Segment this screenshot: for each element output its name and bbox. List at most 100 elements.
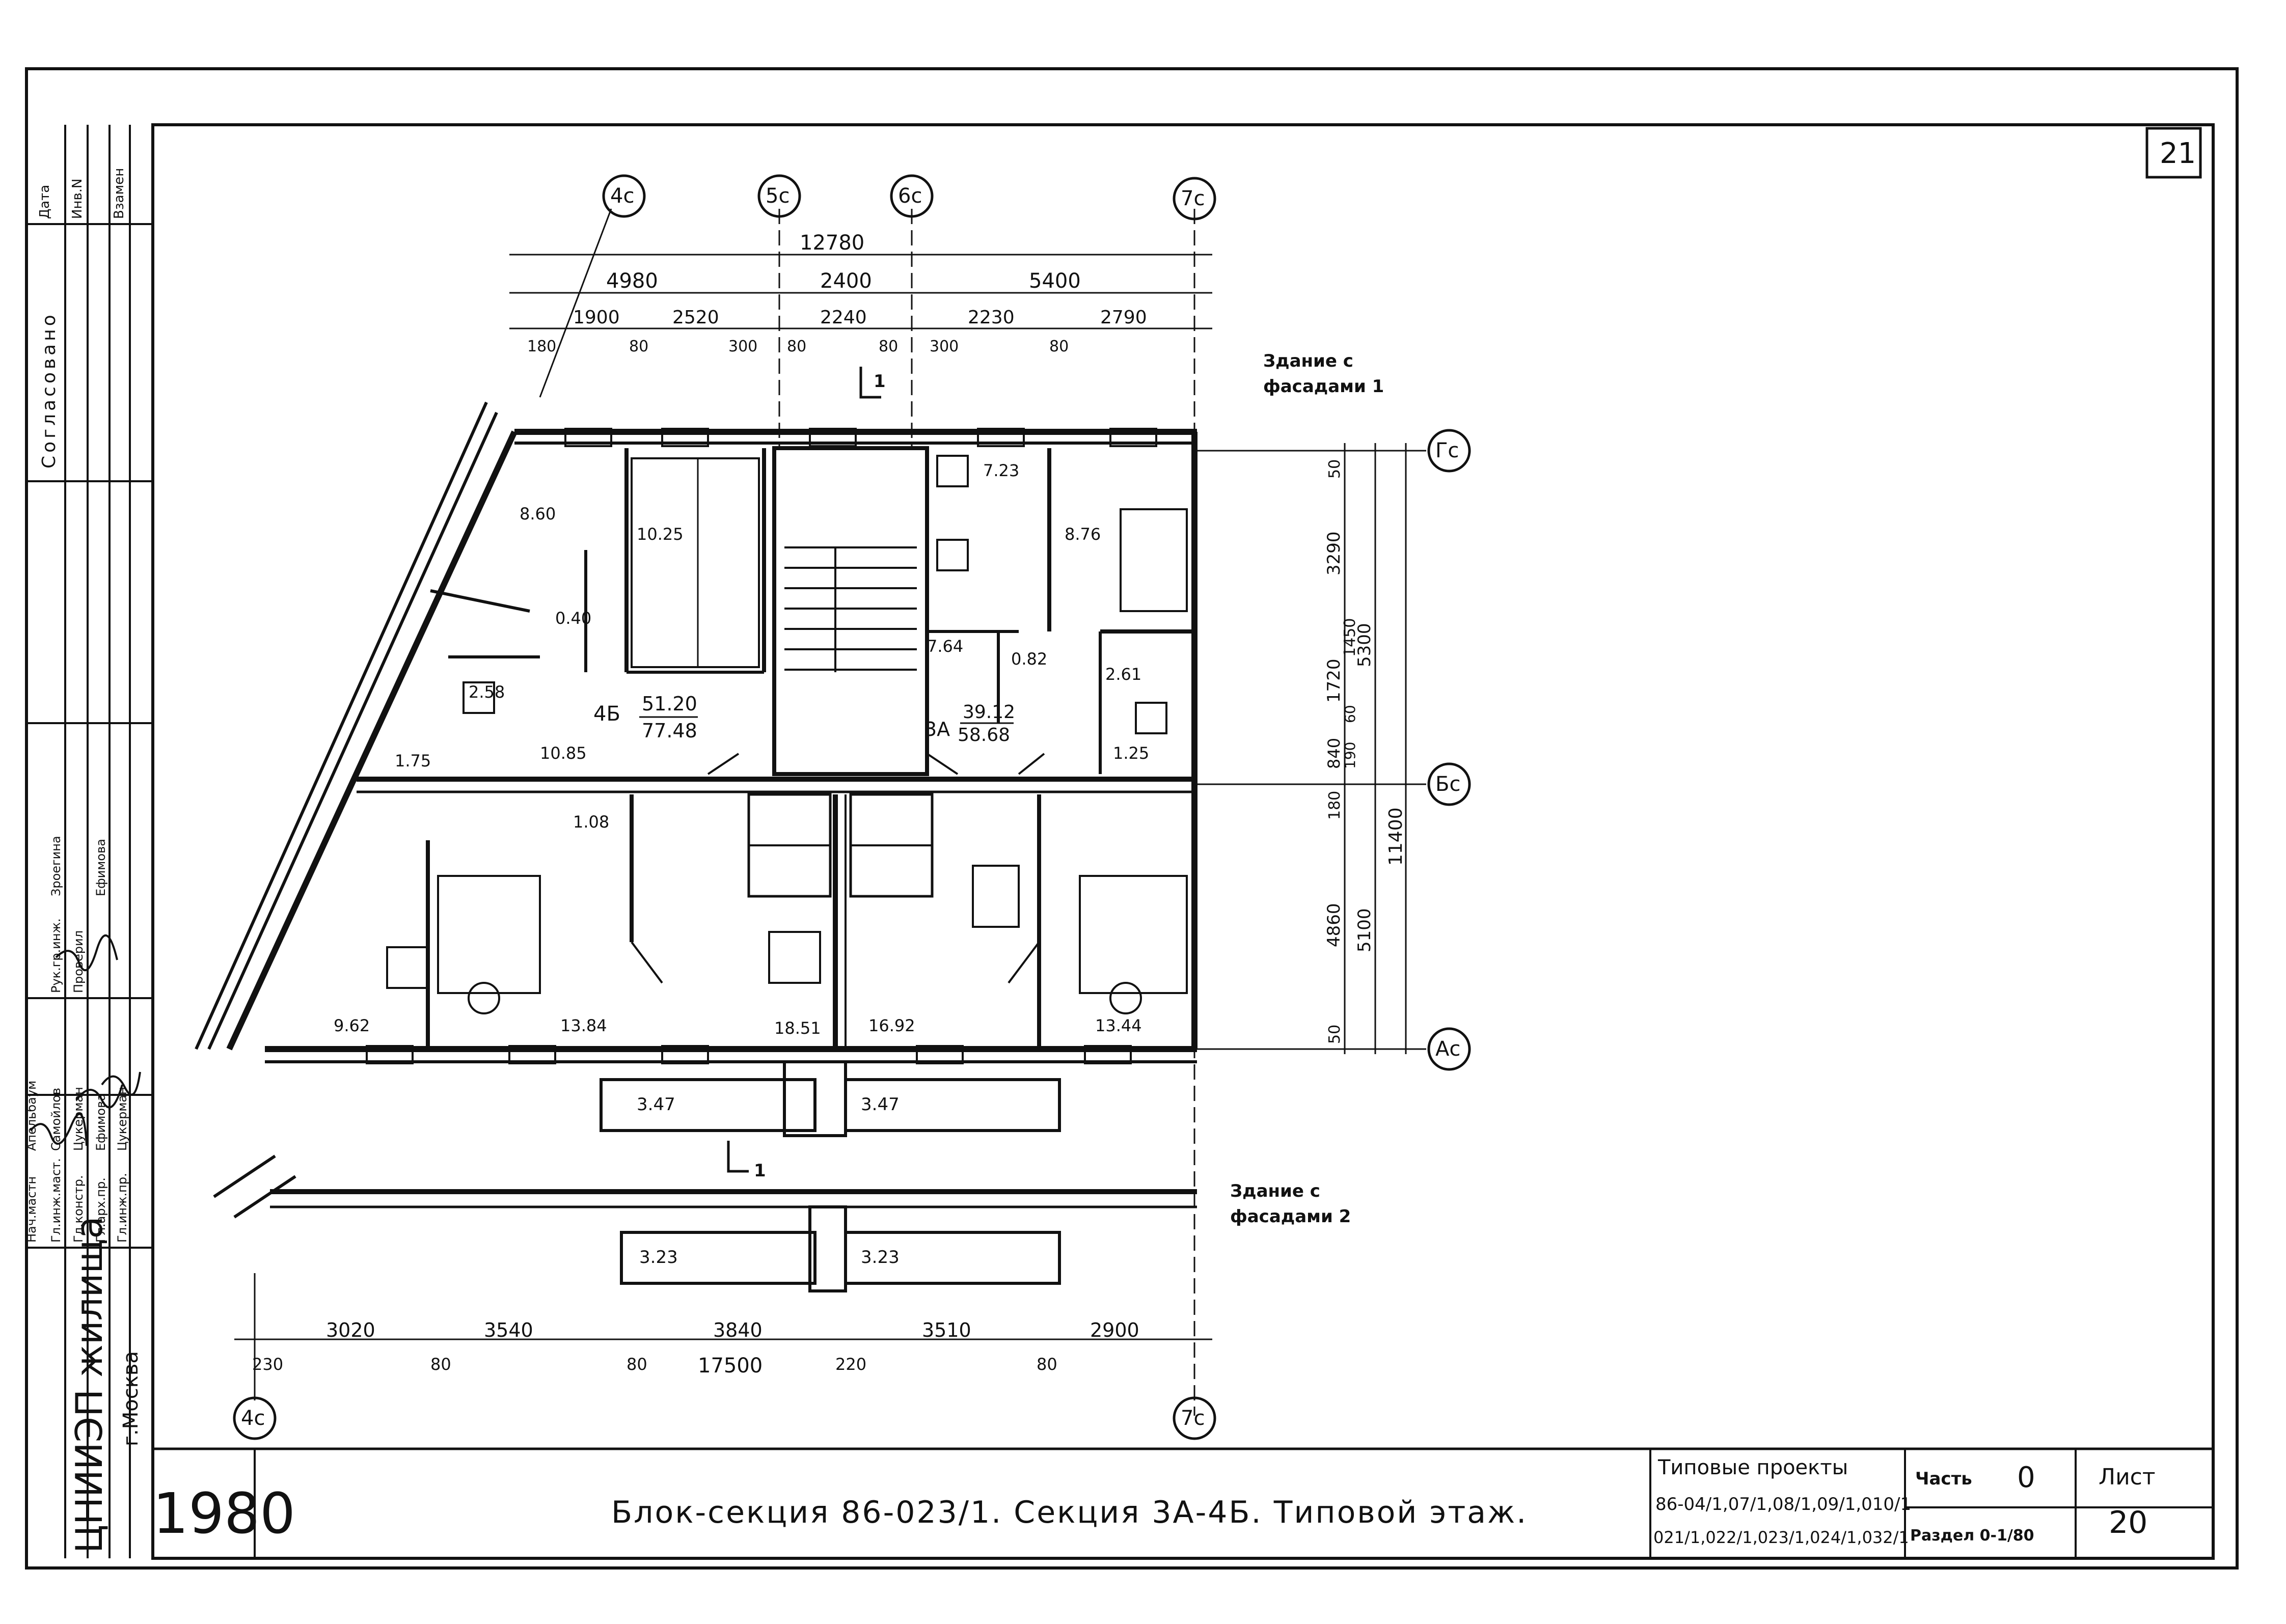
room-area: 0.40 [555, 609, 591, 628]
apartment-label: 3А [924, 718, 950, 740]
dimension: 2240 [820, 307, 867, 328]
apartment-total-area: 77.48 [642, 720, 697, 742]
building1-label-line1: Здание с [1263, 351, 1353, 371]
dimension: 80 [879, 338, 898, 355]
dimension: 1900 [573, 307, 620, 328]
apartment-total-area: 58.68 [958, 725, 1010, 746]
dimension: 2900 [1090, 1319, 1139, 1341]
axis-label: Бс [1435, 773, 1460, 796]
dimension: 230 [252, 1355, 283, 1374]
dimension: 3840 [713, 1319, 763, 1341]
room-area: 9.62 [334, 1016, 370, 1035]
dimension: 60 [1342, 705, 1358, 723]
apartment-living-area: 51.20 [642, 693, 697, 715]
dimension-total-bottom: 17500 [698, 1354, 763, 1378]
sheet-label: Лист [2099, 1464, 2156, 1490]
staff-role: Гл.инж.маст. [49, 1158, 63, 1243]
dimension: 300 [728, 338, 757, 355]
room-area: 13.44 [1095, 1016, 1142, 1035]
city-name: г.Москва [119, 1351, 143, 1446]
apartment-living-area: 39.12 [963, 702, 1015, 723]
dimension: 1450 [1341, 618, 1359, 657]
furniture [386, 455, 1188, 1014]
dimension: 2230 [968, 307, 1015, 328]
axis-bubble [757, 174, 801, 218]
staff-role: Нач.мастн [24, 1176, 39, 1243]
projects-line1: 86-04/1,07/1,08/1,09/1,010/1 [1655, 1494, 1911, 1515]
room-area: 7.64 [927, 637, 963, 656]
dimension: 1720 [1324, 658, 1344, 703]
sheet-value: 20 [2109, 1505, 2147, 1540]
room-area: 7.23 [983, 461, 1019, 480]
dimension: 80 [787, 338, 806, 355]
signatures [30, 934, 141, 1146]
sheet-number-top: 21 [2160, 137, 2196, 170]
dimension-total-right: 11400 [1385, 807, 1406, 866]
axis-label: 4с [241, 1407, 265, 1430]
dimension: 180 [1326, 791, 1344, 820]
axis-label: Гс [1435, 439, 1459, 462]
axis-label: 7с [1181, 187, 1205, 210]
balconies [213, 1060, 1197, 1292]
room-area: 18.51 [774, 1019, 821, 1038]
staff-role: Гл.инж.пр. [115, 1173, 129, 1243]
room-area: 8.60 [520, 504, 556, 524]
dimension: 220 [835, 1355, 866, 1374]
part-value: 0 [2017, 1461, 2035, 1494]
dimension: 50 [1326, 1025, 1344, 1044]
dimension: 80 [629, 338, 648, 355]
part-label: Часть [1915, 1469, 1972, 1489]
staff-name: Самойлов [49, 1088, 63, 1151]
axis-bubble [602, 174, 646, 218]
room-area: 0.82 [1011, 649, 1047, 669]
staff-role: Гл.арх.пр. [94, 1177, 108, 1243]
section-mark-label: 1 [754, 1161, 766, 1181]
axis-label: 7с [1181, 1407, 1205, 1430]
dimension: 3290 [1324, 531, 1344, 575]
room-area: 8.76 [1065, 525, 1101, 544]
room-area: 10.25 [637, 525, 684, 544]
axis-bubble [1173, 177, 1216, 221]
dimension: 4860 [1324, 903, 1344, 947]
approval-label: Согласовано [39, 312, 60, 469]
dimension: 2520 [672, 307, 719, 328]
staff-name: Зроегина [49, 836, 63, 896]
room-area: 1.25 [1113, 744, 1149, 763]
year: 1980 [153, 1481, 295, 1546]
loggia-area: 3.47 [861, 1094, 900, 1115]
staff-role: Гл.констр. [71, 1175, 86, 1243]
axis-bubble [1427, 762, 1471, 806]
dimension: 4980 [606, 269, 658, 293]
axis-bubble [1427, 429, 1471, 473]
dimension: 80 [430, 1355, 451, 1374]
dimension: 3020 [326, 1319, 375, 1341]
section-marks [727, 367, 881, 1173]
typical-projects-label: Типовые проекты [1657, 1456, 1848, 1479]
axis-label: 6с [898, 184, 922, 208]
dimension: 80 [1037, 1355, 1057, 1374]
dimension: 180 [527, 338, 556, 355]
dimension: 5100 [1354, 908, 1375, 952]
dimension: 3540 [484, 1319, 533, 1341]
staff-name: Ефимова [94, 839, 108, 896]
axis-bubble [1427, 1027, 1471, 1071]
staff-name: Апельбаум [24, 1081, 39, 1151]
room-area: 13.84 [560, 1016, 607, 1035]
building1-label-line2: фасадами 1 [1263, 376, 1384, 397]
projects-line2: 021/1,022/1,023/1,024/1,032/1 [1653, 1528, 1909, 1547]
axis-label: 5с [766, 184, 790, 208]
sheet-title: Блок-секция 86-023/1. Секция 3А-4Б. Типо… [611, 1495, 1528, 1530]
dimension: 3510 [922, 1319, 971, 1341]
drawing-frame [25, 67, 2239, 1570]
section-label: Раздел 0-1/80 [1910, 1527, 2034, 1545]
axis-lines [254, 208, 1426, 1416]
loggia-area: 3.23 [861, 1247, 900, 1268]
staff-role: Рук.гр.инж. [49, 918, 63, 993]
dimension: 2400 [820, 269, 872, 293]
apartment-label: 4Б [593, 702, 620, 726]
axis-bubble [233, 1396, 277, 1440]
room-area: 2.61 [1105, 665, 1141, 684]
room-area: 2.58 [469, 682, 505, 702]
dimension-lines [234, 254, 1407, 1340]
